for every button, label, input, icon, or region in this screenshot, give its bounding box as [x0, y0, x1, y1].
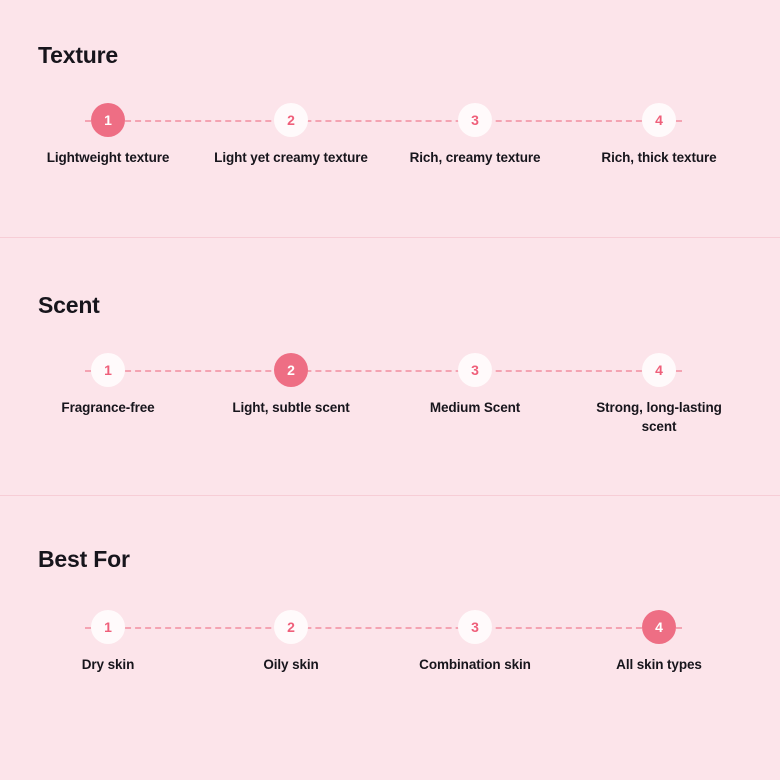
- step-label-4: Strong, long-lasting scent: [596, 400, 722, 435]
- section-texture: Texture 1 Lightweight texture 2 Light ye…: [0, 0, 780, 237]
- step-texture-4[interactable]: 4 Rich, thick texture: [574, 103, 744, 167]
- step-label-1: Fragrance-free: [61, 400, 155, 415]
- step-best-for-3[interactable]: 3 Combination skin: [390, 610, 560, 674]
- scale-dashed-track: [85, 627, 682, 629]
- step-label-3: Rich, creamy texture: [409, 150, 541, 165]
- step-marker-2[interactable]: 2: [274, 353, 308, 387]
- step-label-3: Medium Scent: [429, 400, 521, 415]
- step-marker-3[interactable]: 3: [458, 353, 492, 387]
- section-best-for: Best For 1 Dry skin 2 Oily skin 3 Combin…: [0, 495, 780, 780]
- step-marker-2[interactable]: 2: [274, 610, 308, 644]
- step-marker-4[interactable]: 4: [642, 610, 676, 644]
- section-scent: Scent 1 Fragrance-free 2 Light, subtle s…: [0, 237, 780, 495]
- section-heading-texture: Texture: [38, 42, 118, 68]
- step-marker-1[interactable]: 1: [91, 103, 125, 137]
- section-heading-scent: Scent: [38, 292, 100, 318]
- step-label-1: Lightweight texture: [46, 150, 170, 165]
- step-best-for-1[interactable]: 1 Dry skin: [23, 610, 193, 674]
- step-label-2: Light yet creamy texture: [214, 150, 368, 165]
- step-scent-3[interactable]: 3 Medium Scent: [390, 353, 560, 417]
- step-marker-4[interactable]: 4: [642, 353, 676, 387]
- step-scent-2[interactable]: 2 Light, subtle scent: [206, 353, 376, 417]
- scale-dashed-track: [85, 370, 682, 372]
- step-texture-1[interactable]: 1 Lightweight texture: [23, 103, 193, 167]
- scale-best-for: 1 Dry skin 2 Oily skin 3 Combination ski…: [0, 496, 780, 780]
- scale-texture: 1 Lightweight texture 2 Light yet creamy…: [0, 0, 780, 237]
- scale-scent: 1 Fragrance-free 2 Light, subtle scent 3…: [0, 238, 780, 495]
- step-marker-2[interactable]: 2: [274, 103, 308, 137]
- step-marker-4[interactable]: 4: [642, 103, 676, 137]
- step-marker-1[interactable]: 1: [91, 610, 125, 644]
- step-scent-4[interactable]: 4 Strong, long-lasting scent: [574, 353, 744, 436]
- step-scent-1[interactable]: 1 Fragrance-free: [23, 353, 193, 417]
- scale-dashed-track: [85, 120, 682, 122]
- section-heading-best-for: Best For: [38, 546, 130, 572]
- step-marker-1[interactable]: 1: [91, 353, 125, 387]
- step-marker-3[interactable]: 3: [458, 103, 492, 137]
- step-best-for-4[interactable]: 4 All skin types: [574, 610, 744, 674]
- step-label-1: Dry skin: [81, 657, 135, 672]
- step-label-2: Light, subtle scent: [232, 400, 350, 415]
- step-label-4: Rich, thick texture: [601, 150, 717, 165]
- step-label-2: Oily skin: [263, 657, 319, 672]
- step-marker-3[interactable]: 3: [458, 610, 492, 644]
- step-label-4: All skin types: [616, 657, 702, 672]
- step-texture-3[interactable]: 3 Rich, creamy texture: [390, 103, 560, 167]
- step-texture-2[interactable]: 2 Light yet creamy texture: [206, 103, 376, 167]
- step-label-3: Combination skin: [419, 657, 531, 672]
- step-best-for-2[interactable]: 2 Oily skin: [206, 610, 376, 674]
